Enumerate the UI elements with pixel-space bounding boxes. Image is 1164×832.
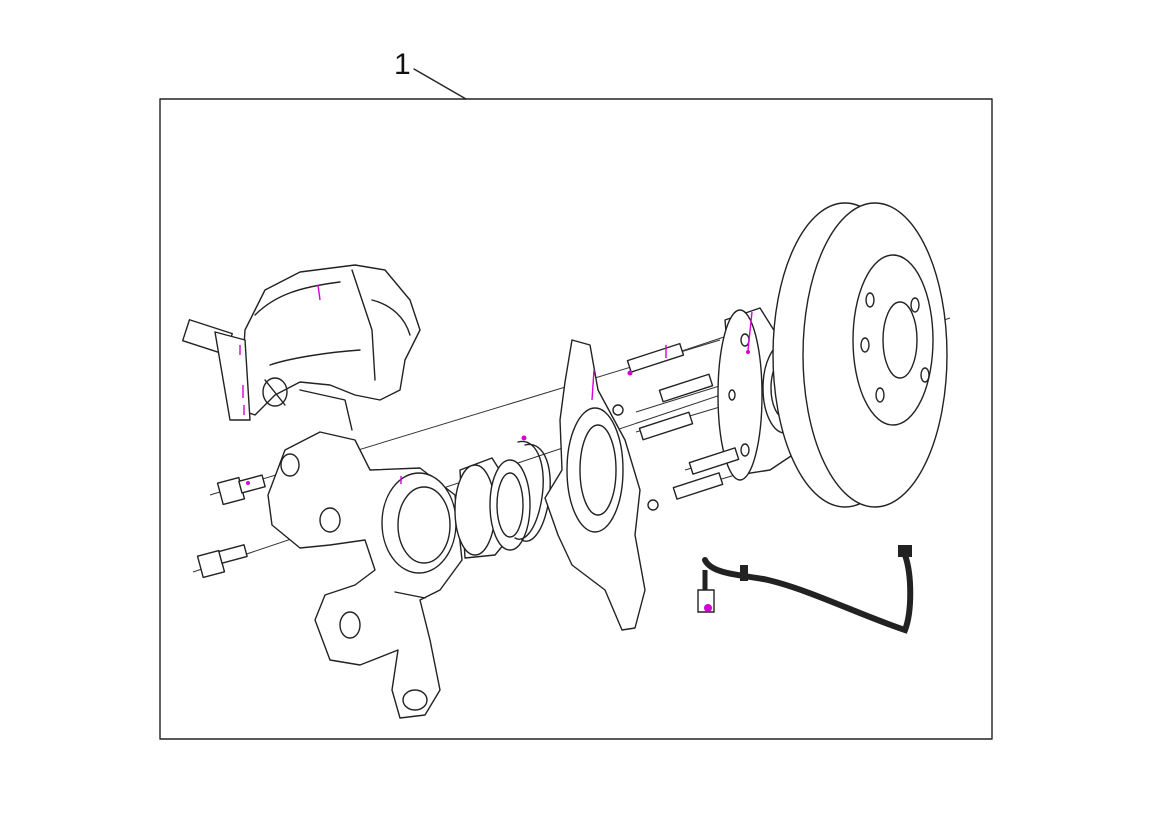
wheel-stud bbox=[613, 344, 739, 510]
assembly-frame bbox=[160, 99, 992, 739]
dust-shield bbox=[545, 340, 645, 630]
wheel-bearing bbox=[455, 458, 530, 558]
brake-caliper bbox=[183, 265, 420, 430]
knuckle-bolt bbox=[198, 475, 266, 577]
steering-knuckle bbox=[268, 432, 462, 718]
callout-leader-line bbox=[414, 69, 466, 99]
brake-hose bbox=[698, 545, 912, 630]
callout-label: 1 bbox=[394, 48, 411, 81]
reference-markers bbox=[240, 285, 752, 485]
brake-disc bbox=[773, 203, 947, 507]
